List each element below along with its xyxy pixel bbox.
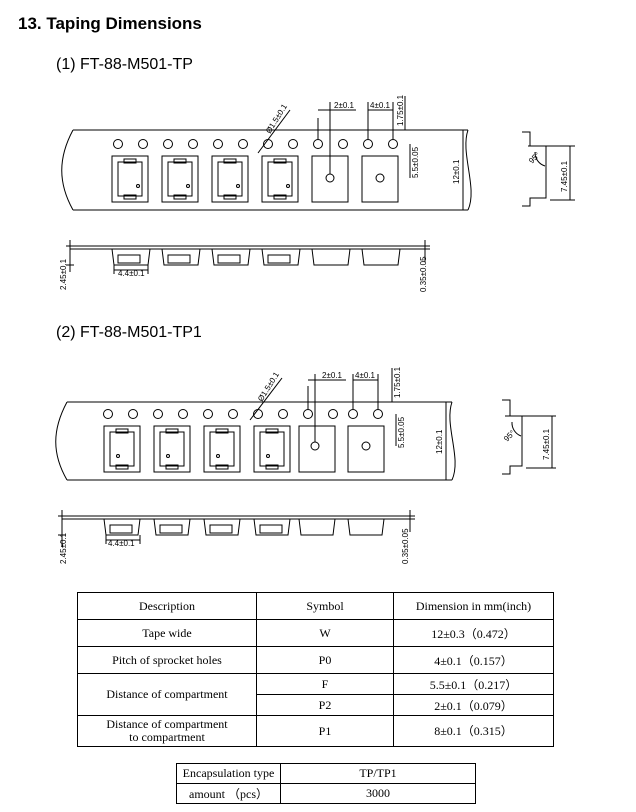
variant-1-top-view: Ø1.5±0.1 2±0.1 4±0.1 1.75±0.1 5.5±0.05 1… [61, 94, 575, 211]
dim-p0-1: 4±0.1 [370, 101, 391, 110]
dim-depth-2: 7.45±0.1 [542, 428, 551, 460]
dim-pocket-1: 4.4±0.1 [118, 269, 145, 278]
cell-desc: Pitch of sprocket holes [77, 646, 257, 674]
dim-p2-2: 2±0.1 [322, 371, 343, 380]
header-description: Description [77, 592, 257, 620]
cell-encapsulation-value: TP/TP1 [280, 763, 476, 784]
cell-dim: 2±0.1（0.079） [393, 694, 554, 716]
table-row: Pitch of sprocket holes P0 4±0.1（0.157） [77, 646, 554, 674]
loaded-pockets-2 [103, 425, 291, 473]
loaded-pockets-1 [111, 155, 299, 203]
cell-desc-line1: Distance of compartment [106, 717, 228, 731]
table-row: amount （pcs） 3000 [176, 783, 476, 804]
side-profile-1 [522, 131, 575, 207]
side-profile-2 [502, 399, 556, 475]
packaging-table: Encapsulation type TP/TP1 amount （pcs） 3… [176, 763, 476, 804]
header-dimension: Dimension in mm(inch) [393, 592, 554, 620]
cell-sym: P1 [256, 715, 394, 747]
dim-pocket-2: 4.4±0.1 [108, 539, 135, 548]
cell-desc-line2: to compartment [129, 730, 205, 744]
cell-dim: 5.5±0.1（0.217） [393, 673, 554, 695]
header-symbol: Symbol [256, 592, 394, 620]
cell-sym: W [256, 619, 394, 647]
table-row: Description Symbol Dimension in mm(inch) [77, 592, 554, 620]
dim-f-2: 5.5±0.05 [397, 416, 406, 448]
cell-sym: P0 [256, 646, 394, 674]
variant-1-title: (1) FT-88-M501-TP [56, 56, 193, 73]
variant-2-title: (2) FT-88-M501-TP1 [56, 324, 202, 341]
cell-sym: P2 [256, 694, 394, 716]
dim-w-1: 12±0.1 [452, 159, 461, 184]
table-row: Distance of compartment F 5.5±0.1（0.217） [77, 673, 554, 716]
dim-tape-1: 0.35±0.05 [419, 256, 428, 292]
table-row: P2 2±0.1（0.079） [78, 694, 554, 716]
sprocket-holes-1 [113, 139, 398, 149]
cell-dim: 4±0.1（0.157） [393, 646, 554, 674]
cell-dim: 8±0.1（0.315） [393, 715, 554, 747]
cell-desc: Distance of compartment [77, 673, 257, 716]
dim-p2-1: 2±0.1 [334, 101, 355, 110]
variant-2-side-view: 2.45±0.1 4.4±0.1 0.35±0.05 [58, 510, 415, 564]
table-row: Encapsulation type TP/TP1 [176, 763, 476, 784]
sprocket-holes-2 [103, 409, 383, 419]
variant-2-top-view: Ø1.5±0.1 2±0.1 4±0.1 1.75±0.1 5.5±0.05 1… [55, 366, 556, 481]
cell-desc: Tape wide [77, 619, 257, 647]
section-title: 13. Taping Dimensions [18, 14, 202, 33]
table-row: Distance of compartment to compartment P… [77, 715, 554, 747]
dim-p0-2: 4±0.1 [355, 371, 376, 380]
dim-tape-2: 0.35±0.05 [401, 528, 410, 564]
dim-thick-1: 2.45±0.1 [59, 258, 68, 290]
dim-e-1: 1.75±0.1 [396, 94, 405, 126]
dim-depth-1: 7.45±0.1 [560, 160, 569, 192]
cell-dim: 12±0.3（0.472） [393, 619, 554, 647]
cell-amount-label: amount （pcs） [176, 783, 281, 804]
table-row: Tape wide W 12±0.3（0.472） [77, 619, 554, 647]
dim-f-1: 5.5±0.05 [411, 146, 420, 178]
dim-e-2: 1.75±0.1 [393, 366, 402, 398]
dim-thick-2: 2.45±0.1 [59, 532, 68, 564]
variant-1-side-view: 2.45±0.1 4.4±0.1 0.35±0.05 [59, 240, 430, 292]
cell-encapsulation-label: Encapsulation type [176, 763, 281, 784]
cell-amount-value: 3000 [280, 783, 476, 804]
dim-w-2: 12±0.1 [435, 429, 444, 454]
cell-desc: Distance of compartment to compartment [77, 715, 257, 747]
spec-table: Description Symbol Dimension in mm(inch)… [77, 592, 554, 747]
cell-sym: F [256, 673, 394, 695]
dim-hole-2: Ø1.5±0.1 [256, 370, 281, 403]
